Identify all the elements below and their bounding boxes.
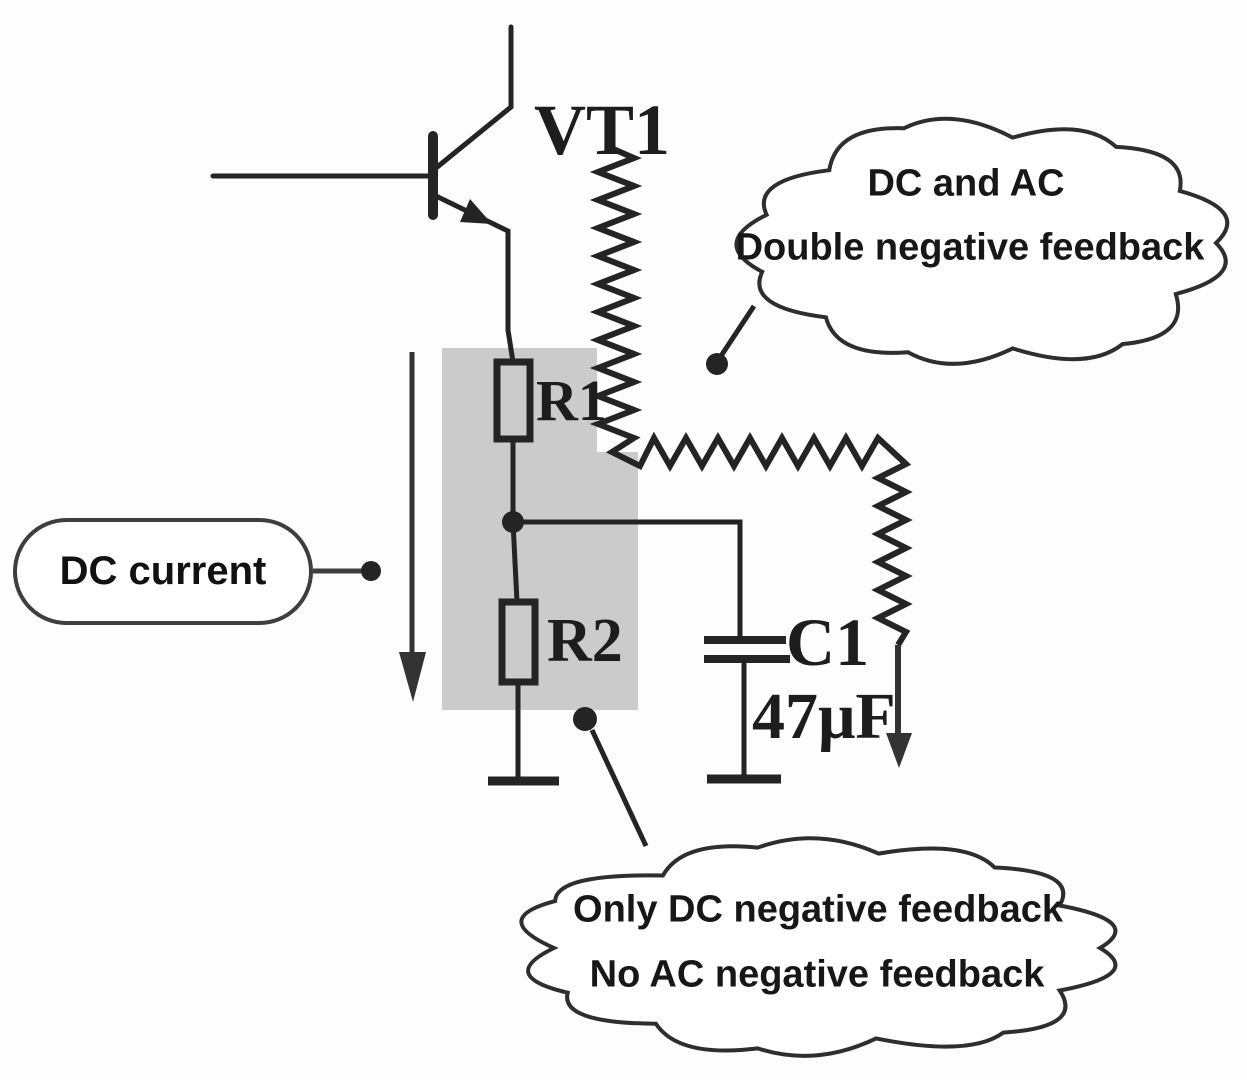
capacitor-c1-symbol	[704, 636, 790, 784]
label-r1: R1	[536, 368, 607, 433]
ground-r2	[488, 682, 559, 786]
cloud-bottom-text-line2: No AC negative feedback	[589, 953, 1045, 996]
cloud-bottom-pointer-dot	[573, 707, 597, 731]
label-c1-value: 47μF	[752, 680, 896, 753]
cloud-top-text-line1: DC and AC	[867, 162, 1065, 205]
label-vt1: VT1	[534, 90, 671, 170]
cloud-top-pointer-line	[716, 304, 757, 361]
label-r2: R2	[547, 607, 623, 675]
dc-current-connector-dot	[361, 561, 381, 581]
cloud-bottom-text-line1: Only DC negative feedback	[573, 888, 1063, 931]
cloud-bubble-bottom	[519, 836, 1118, 1058]
collector-wire	[433, 24, 514, 171]
wire-junction-to-c1	[513, 519, 743, 640]
cloud-bottom-pointer-line	[589, 728, 649, 848]
cloud-bubble-top	[734, 116, 1230, 366]
wire-junction-to-r2	[510, 521, 520, 603]
highlight-region-r1-r2	[442, 348, 638, 710]
dc-current-label-bubble: DC current	[13, 518, 313, 625]
feedback-resistor-zigzag	[589, 145, 913, 647]
transistor-vt1-symbol	[210, 24, 516, 365]
ac-current-arrow	[886, 645, 912, 768]
cloud-top-text-line2: Double negative feedback	[735, 226, 1205, 269]
cloud-top-pointer-dot	[706, 353, 728, 375]
dc-current-arrow	[399, 352, 426, 702]
label-c1: C1	[786, 604, 870, 680]
emitter-arrow-icon	[460, 199, 492, 224]
dc-current-label-text: DC current	[59, 549, 267, 593]
